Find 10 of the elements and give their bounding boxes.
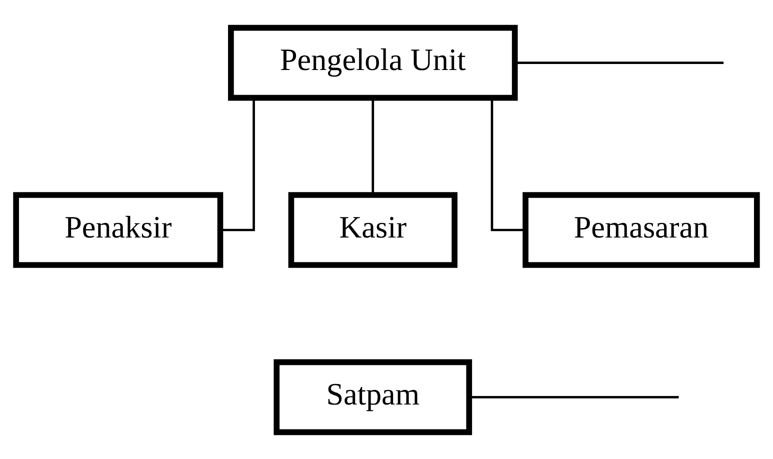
- connector: [469, 396, 679, 398]
- connector: [490, 98, 526, 231]
- node-box: Kasir: [288, 192, 458, 268]
- connector: [220, 98, 255, 231]
- connector: [372, 98, 374, 194]
- node-box: Satpam: [274, 358, 472, 435]
- node-box: Pengelola Unit: [228, 24, 518, 100]
- node-box: Penaksir: [13, 192, 224, 268]
- connector: [515, 61, 724, 64]
- node-box: Pemasaran: [522, 192, 760, 268]
